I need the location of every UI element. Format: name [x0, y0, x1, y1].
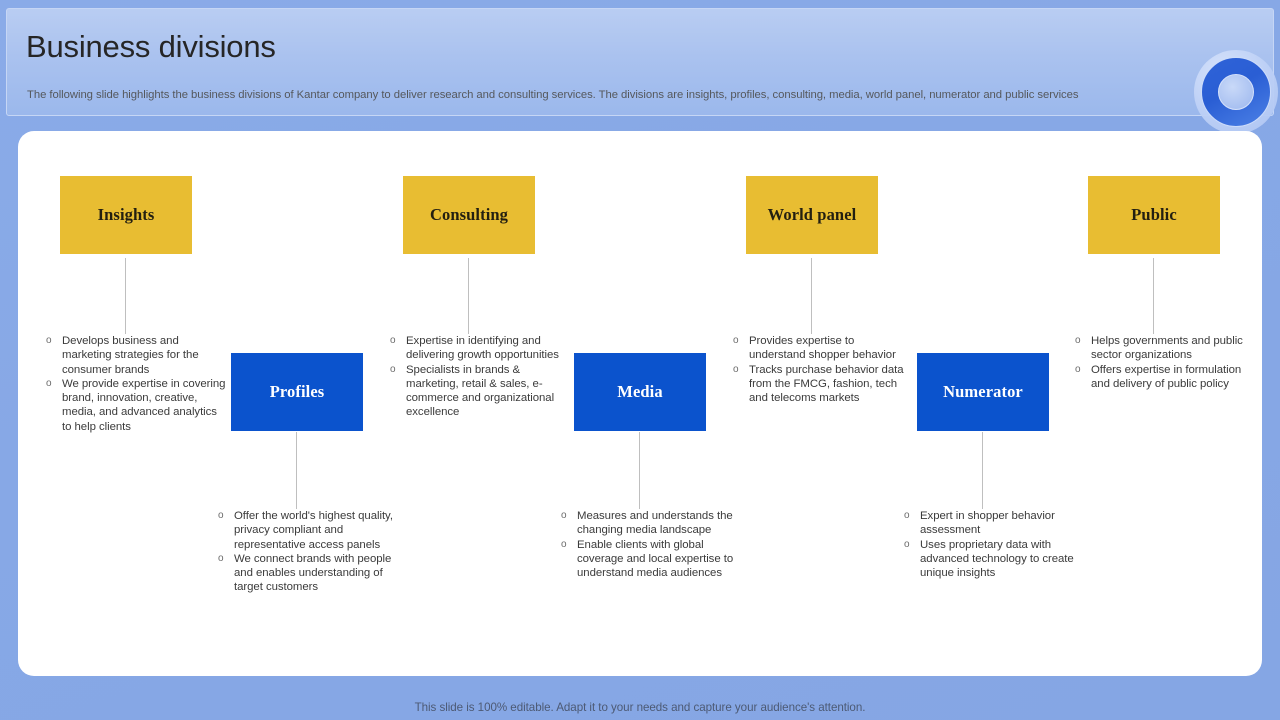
bullet-marker-icon: o	[904, 510, 910, 521]
bullet-text: We connect brands with people and enable…	[234, 552, 392, 594]
division-box-insights[interactable]: Insights	[60, 176, 192, 254]
bullet-item: o Expert in shopper behavior assessment	[904, 509, 1079, 538]
page-subtitle: The following slide highlights the busin…	[27, 89, 1079, 101]
footer-note: This slide is 100% editable. Adapt it to…	[414, 701, 866, 714]
bullet-marker-icon: o	[390, 363, 396, 375]
bullet-text: Specialists in brands & marketing, retai…	[406, 363, 555, 419]
bullet-text: We provide expertise in covering brand, …	[62, 377, 226, 433]
bullet-text: Expert in shopper behavior assessment	[920, 510, 1055, 537]
division-box-profiles[interactable]: Profiles	[231, 353, 363, 431]
division-box-media[interactable]: Media	[574, 353, 706, 431]
bullet-item: o Provides expertise to understand shoppe…	[733, 334, 913, 363]
bullet-marker-icon: o	[1075, 363, 1081, 375]
bullet-item: o Offers expertise in formulation and del…	[1075, 363, 1250, 392]
division-bullets-consulting: o Expertise in identifying and delivering…	[390, 334, 572, 420]
bullet-item: o Tracks purchase behavior data from the …	[733, 363, 913, 406]
connector-line-media	[639, 432, 640, 509]
connector-line-profiles	[296, 432, 297, 509]
connector-line-numerator	[982, 432, 983, 509]
division-bullets-public: o Helps governments and public sector org…	[1075, 334, 1250, 391]
bullet-item: o Offer the world's highest quality, priv…	[218, 509, 400, 552]
bullet-text: Expertise in identifying and delivering …	[406, 335, 559, 362]
connector-line-insights	[125, 258, 126, 334]
bullet-marker-icon: o	[561, 510, 567, 521]
bullet-marker-icon: o	[1075, 335, 1081, 346]
division-bullets-insights: o Develops business and marketing strateg…	[46, 334, 228, 434]
division-box-consulting[interactable]: Consulting	[403, 176, 535, 254]
division-label: Media	[617, 382, 663, 401]
bullet-marker-icon: o	[46, 335, 52, 346]
connector-line-world-panel	[811, 258, 812, 334]
bullet-text: Enable clients with global coverage and …	[577, 538, 734, 580]
bullet-marker-icon: o	[904, 538, 910, 550]
bullet-text: Tracks purchase behavior data from the F…	[749, 363, 904, 405]
bullet-text: Develops business and marketing strategi…	[62, 335, 199, 376]
bullet-text: Measures and understands the changing me…	[577, 510, 733, 537]
bullet-marker-icon: o	[218, 552, 224, 564]
bullet-item: o Enable clients with global coverage and…	[561, 538, 751, 581]
division-label: Public	[1131, 205, 1177, 224]
bullet-text: Offer the world's highest quality, priva…	[234, 510, 393, 551]
connector-line-public	[1153, 258, 1154, 334]
division-bullets-media: o Measures and understands the changing m…	[561, 509, 751, 580]
division-box-world-panel[interactable]: World panel	[746, 176, 878, 254]
division-label: Insights	[97, 205, 155, 224]
bullet-marker-icon: o	[561, 538, 567, 550]
bullet-marker-icon: o	[218, 510, 224, 521]
page-title: Business divisions	[26, 29, 276, 64]
bullet-marker-icon: o	[733, 363, 739, 375]
division-label: Consulting	[429, 205, 509, 224]
division-bullets-world-panel: o Provides expertise to understand shoppe…	[733, 334, 913, 405]
division-label: Numerator	[943, 382, 1023, 401]
division-label: World panel	[767, 205, 857, 224]
bullet-text: Provides expertise to understand shopper…	[749, 335, 896, 362]
bullet-item: o Develops business and marketing strateg…	[46, 334, 228, 377]
bullet-text: Helps governments and public sector orga…	[1091, 335, 1243, 362]
connector-line-consulting	[468, 258, 469, 334]
slide-header: Business divisions The following slide h…	[6, 8, 1274, 116]
division-box-public[interactable]: Public	[1088, 176, 1220, 254]
bullet-item: o We provide expertise in covering brand,…	[46, 377, 228, 434]
bullet-item: o Measures and understands the changing m…	[561, 509, 751, 538]
bullet-marker-icon: o	[390, 335, 396, 346]
division-label: Profiles	[269, 382, 325, 401]
bullet-item: o Helps governments and public sector org…	[1075, 334, 1250, 363]
division-bullets-profiles: o Offer the world's highest quality, priv…	[218, 509, 400, 595]
bullet-marker-icon: o	[46, 377, 52, 389]
bullet-marker-icon: o	[733, 335, 739, 346]
bullet-text: Offers expertise in formulation and deli…	[1091, 363, 1242, 390]
bullet-item: o Specialists in brands & marketing, reta…	[390, 363, 572, 420]
diagram-card: Insights o Develops business and marketing…	[18, 131, 1262, 676]
bullet-item: o We connect brands with people and enabl…	[218, 552, 400, 595]
bullet-item: o Expertise in identifying and delivering…	[390, 334, 572, 363]
bullet-item: o Uses proprietary data with advanced tec…	[904, 538, 1079, 581]
bullet-text: Uses proprietary data with advanced tech…	[920, 538, 1074, 580]
division-box-numerator[interactable]: Numerator	[917, 353, 1049, 431]
